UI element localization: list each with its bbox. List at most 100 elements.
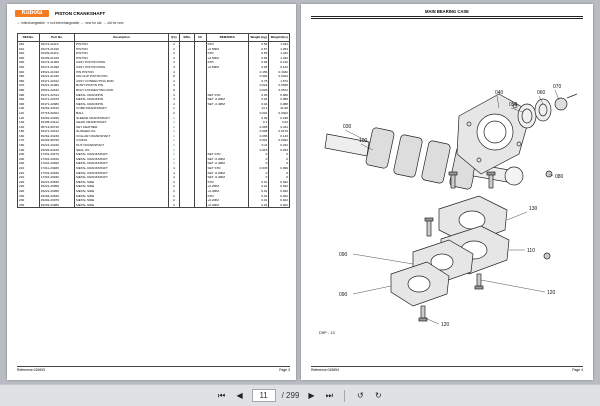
- cell-part-no: 15221-23530: [38, 179, 76, 185]
- cell-weight-lbs: 0.088: [268, 101, 290, 107]
- cell-interchange: [194, 129, 207, 134]
- title-rule: [311, 16, 583, 19]
- cell-interchange: [194, 60, 207, 65]
- cell-weight-lbs: 0.011: [268, 124, 290, 130]
- cell-interchange: [194, 83, 207, 88]
- cell-remarks: +0.4MM: [205, 189, 249, 194]
- cell-remarks: [205, 110, 249, 116]
- cell-part-no: 17331-23920: [38, 161, 76, 167]
- cell-part-no: 15202-23540: [38, 193, 76, 199]
- cell-interchange: [194, 74, 207, 79]
- cell-remarks: [205, 124, 249, 130]
- bolts-drawing: [418, 170, 553, 322]
- cell-remarks: +0.2MM: [205, 184, 249, 189]
- cell-interchange: [194, 101, 207, 107]
- cell-qty: 1: [167, 138, 181, 144]
- cell-remarks: STD: [205, 179, 249, 185]
- cell-qty: 2: [167, 110, 181, 116]
- cell-interchange: [194, 46, 207, 52]
- cell-part-no: 15521-21310: [38, 69, 76, 75]
- page-footer: Reference:015693 Page 3: [17, 366, 290, 372]
- cell-weight-lbs: 0.0022: [268, 138, 290, 144]
- cell-weight-lbs: 0.3432: [268, 69, 290, 75]
- left-page: Kubota PISTON CRANKSHAFT ⇔ interchangeab…: [7, 4, 296, 380]
- bearing-case-halves-drawing: [390, 195, 510, 307]
- prev-page-icon[interactable]: ◀: [236, 391, 243, 400]
- cell-weight-lbs: 0.0044: [268, 74, 290, 79]
- diagram-title: MAIN BEARING CASE: [425, 9, 469, 14]
- cell-weight-lbs: 1.672: [268, 78, 290, 84]
- cell-part-no: 15202-23970: [38, 198, 76, 203]
- cell-qty: 4: [167, 78, 181, 84]
- cell-part-no: 17331-23470: [38, 152, 76, 157]
- cell-interchange: [194, 115, 207, 121]
- column-header: Description: [74, 33, 169, 42]
- cell-weight-lbs: 0.22: [268, 120, 290, 125]
- cell-interchange: [194, 202, 207, 209]
- cell-part-no: 15471-22012: [38, 78, 76, 84]
- cell-remarks: [205, 69, 249, 75]
- cell-interchange: [194, 69, 207, 75]
- cell-serial-no: [179, 202, 196, 209]
- column-header: Weight (lbs): [268, 33, 290, 42]
- cell-interchange: [194, 156, 207, 162]
- cell-part-no: 17311-23480: [38, 166, 76, 171]
- cell-interchange: [194, 87, 207, 93]
- first-page-icon[interactable]: ⏮: [217, 390, 226, 400]
- cell-qty: 8: [167, 74, 181, 79]
- oil-seal-rings-drawing: [517, 93, 578, 129]
- cell-weight-lbs: 0.022: [268, 179, 290, 185]
- cell-qty: 8: [167, 87, 181, 93]
- page-number-input[interactable]: 11: [251, 389, 276, 402]
- cell-part-no: 05712-00720: [38, 124, 76, 130]
- cell-qty: 4: [167, 83, 181, 88]
- cell-qty: 4: [167, 175, 181, 180]
- cell-weight-lbs: 0.143: [268, 133, 290, 139]
- callout-label: 060: [537, 90, 546, 96]
- cell-weight-lbs: 1.254: [268, 46, 290, 52]
- cell-interchange: [194, 41, 207, 47]
- cell-weight-lbs: 0.066: [268, 92, 290, 98]
- cell-weight-lbs: 0: [268, 152, 290, 157]
- cell-weight-lbs: 0.022: [268, 202, 290, 209]
- callout-label: 090: [339, 252, 348, 258]
- cell-qty: 1: [167, 156, 181, 162]
- cell-interchange: [194, 106, 207, 111]
- cell-remarks: +0.5MM: [205, 55, 249, 61]
- cell-qty: 1: [167, 143, 181, 148]
- cell-qty: 1: [167, 152, 181, 157]
- column-header: S/No.: [179, 33, 196, 42]
- cell-part-no: 15439-21110: [38, 51, 76, 56]
- cell-weight-lbs: 0: [268, 156, 290, 162]
- cell-interchange: [194, 110, 207, 116]
- cell-qty: 2: [167, 184, 181, 189]
- cell-remarks: [205, 115, 249, 121]
- cell-qty: 4: [167, 64, 181, 70]
- rotate-left-icon[interactable]: ↺: [357, 391, 364, 400]
- rotate-right-icon[interactable]: ↻: [375, 391, 382, 400]
- cell-qty: 2: [167, 189, 181, 194]
- cell-interchange: [194, 120, 207, 125]
- cell-weight-lbs: 0.088: [268, 97, 290, 102]
- next-page-icon[interactable]: ▶: [308, 391, 315, 400]
- cell-weight-lbs: 0.0572: [268, 87, 290, 93]
- column-header: Weight (kg): [247, 33, 270, 42]
- cell-weight-lbs: 0.099: [268, 166, 290, 171]
- cell-part-no: 15471-22980: [38, 101, 76, 107]
- cell-part-no: 15202-04160: [38, 147, 76, 153]
- cell-remarks: STD: [205, 193, 249, 199]
- last-page-icon[interactable]: ⏭: [325, 390, 333, 400]
- cell-remarks: [205, 106, 249, 111]
- cell-qty: 2: [167, 198, 181, 203]
